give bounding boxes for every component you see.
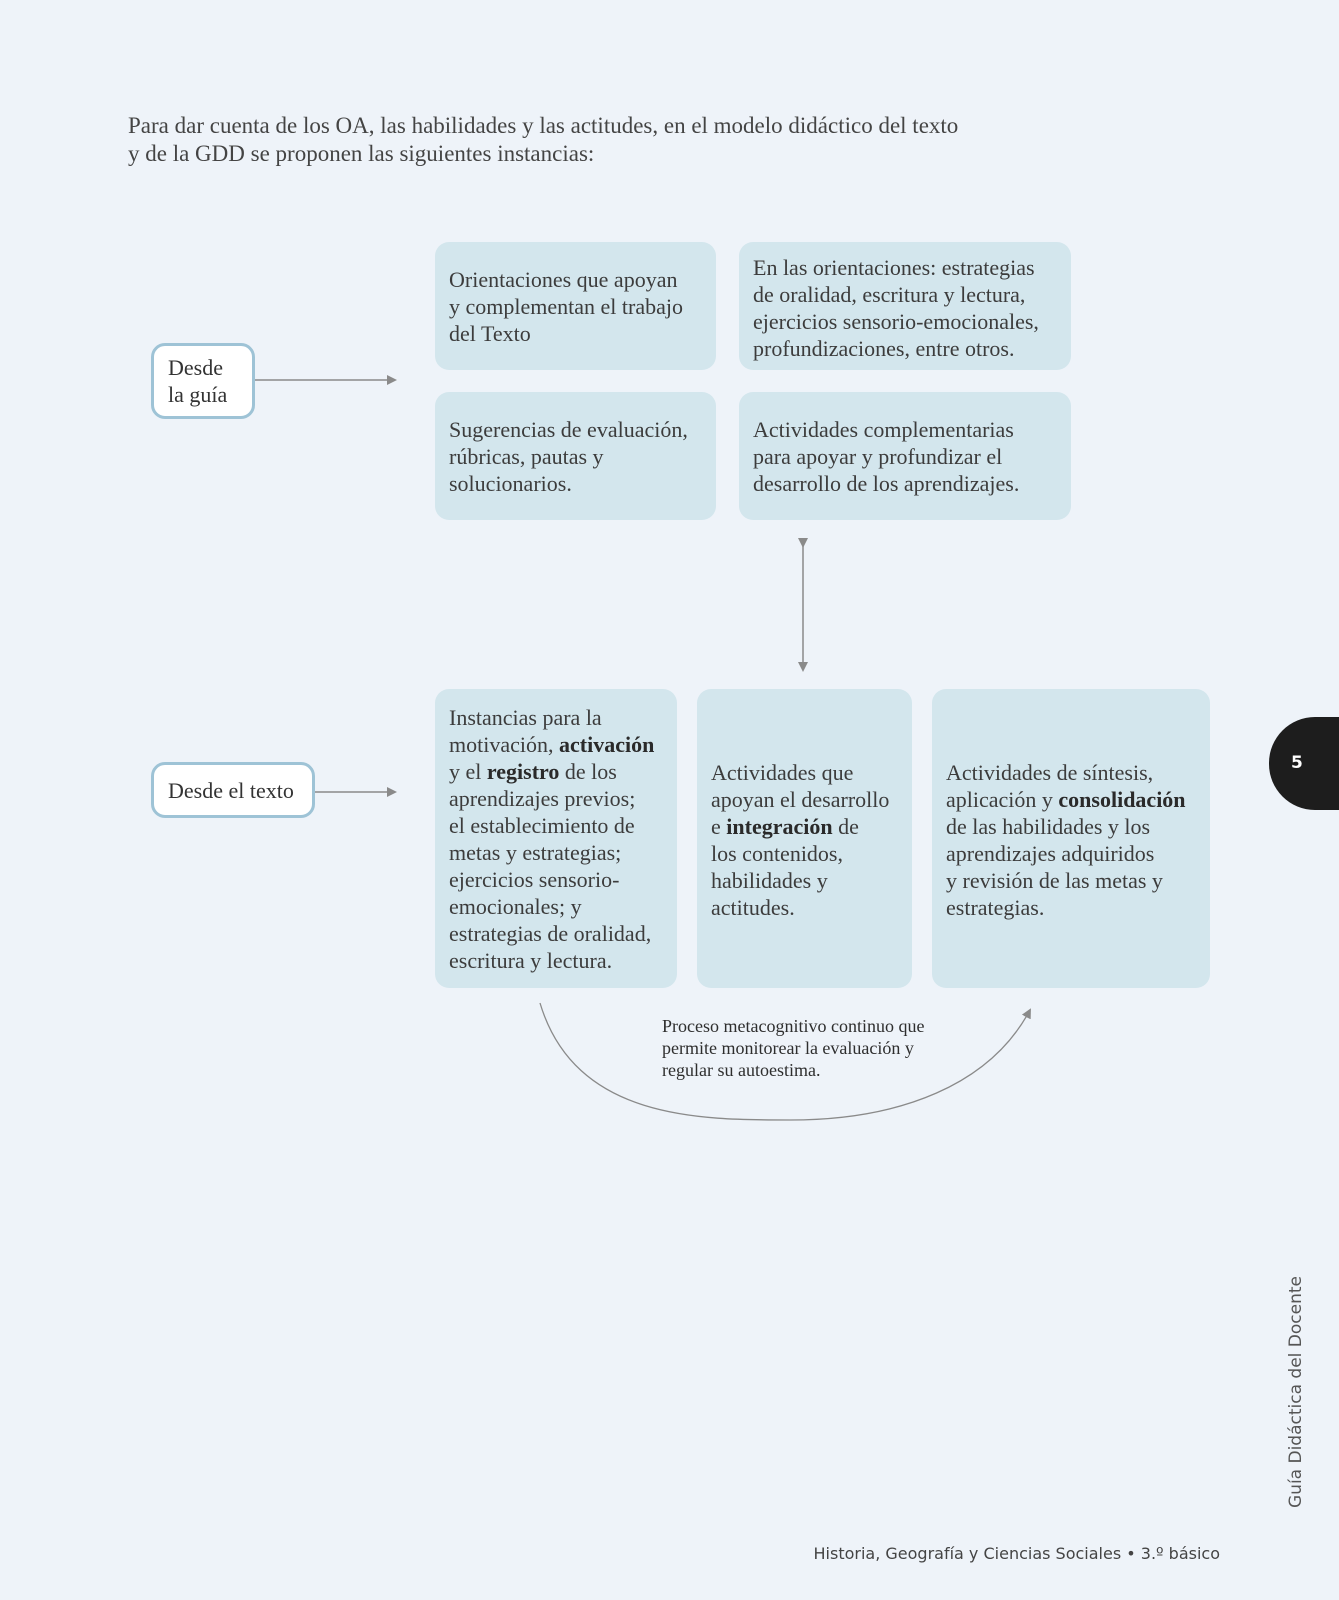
caption-line: permite monitorear la evaluación y: [662, 1038, 914, 1058]
box-text-line: escritura y lectura.: [449, 948, 613, 973]
box-text-line: para apoyar y profundizar el: [753, 444, 1003, 469]
box-text-line: motivación, activación: [449, 731, 663, 758]
box-text-line: rúbricas, pautas y: [449, 444, 604, 469]
box-text-line: estrategias.: [946, 895, 1045, 920]
box-text-line: aprendizajes previos;: [449, 786, 636, 811]
highlight-activacion: activación: [558, 732, 655, 757]
metacognitive-caption: Proceso metacognitivo continuo que permi…: [662, 1015, 992, 1081]
box-desarrollo: Actividades que apoyan el desarrollo e i…: [697, 689, 912, 988]
caption-line: regular su autoestima.: [662, 1060, 821, 1080]
source-texto-line-1: Desde el texto: [168, 777, 294, 803]
text-run: de los: [559, 759, 617, 784]
box-orientaciones: Orientaciones que apoyan y complementan …: [435, 242, 716, 370]
text-run: e: [711, 814, 727, 839]
box-text-line: desarrollo de los aprendizajes.: [753, 471, 1020, 496]
box-text-line: y el registro de los: [449, 758, 663, 785]
box-text-line: habilidades y: [711, 868, 828, 893]
footer: Historia, Geografía y Ciencias Sociales …: [813, 1544, 1220, 1563]
box-text-line: Orientaciones que apoyan: [449, 267, 678, 292]
box-cierre: Actividades de síntesis, aplicación y co…: [932, 689, 1210, 988]
highlight-consolidacion: consolidación: [1058, 787, 1186, 812]
box-complementarias: Actividades complementarias para apoyar …: [739, 392, 1071, 520]
box-text-line: estrategias de oralidad,: [449, 921, 652, 946]
box-text-line: Sugerencias de evaluación,: [449, 417, 688, 442]
intro-line-2: y de la GDD se proponen las siguientes i…: [128, 141, 595, 166]
box-text-line: Actividades de síntesis,: [946, 760, 1154, 785]
box-text-line: metas y estrategias;: [449, 840, 622, 865]
box-text-line: profundizaciones, entre otros.: [753, 336, 1015, 361]
box-text-line: Actividades complementarias: [753, 417, 1014, 442]
box-inicio: Instancias para la motivación, activació…: [435, 689, 677, 988]
box-text-line: apoyan el desarrollo: [711, 787, 890, 812]
source-guia-line-1: Desde: [168, 355, 223, 380]
box-text-line: En las orientaciones: estrategias: [753, 255, 1035, 280]
text-run: aplicación y: [946, 787, 1059, 812]
box-text-line: actitudes.: [711, 895, 795, 920]
box-text-line: el establecimiento de: [449, 813, 635, 838]
page-number: 5: [1291, 753, 1303, 773]
caption-line: Proceso metacognitivo continuo que: [662, 1016, 925, 1036]
box-text-line: y revisión de las metas y: [946, 868, 1163, 893]
intro-line-1: Para dar cuenta de los OA, las habilidad…: [128, 113, 959, 138]
source-guia-line-2: la guía: [168, 382, 228, 407]
side-label: Guía Didáctica del Docente: [1286, 1276, 1306, 1508]
box-text-line: emocionales; y: [449, 894, 582, 919]
box-text-line: aplicación y consolidación: [946, 786, 1196, 813]
intro-paragraph: Para dar cuenta de los OA, las habilidad…: [128, 112, 968, 168]
box-text-line: Actividades que: [711, 760, 854, 785]
box-evaluacion: Sugerencias de evaluación, rúbricas, pau…: [435, 392, 716, 520]
text-run: y el: [449, 759, 487, 784]
box-text-line: Instancias para la: [449, 705, 602, 730]
highlight-registro: registro: [486, 759, 560, 784]
box-text-line: ejercicios sensorio-emocionales,: [753, 309, 1039, 334]
highlight-integracion: integración: [726, 814, 833, 839]
text-run: motivación,: [449, 732, 559, 757]
source-desde-la-guia: Desde la guía: [151, 343, 255, 419]
box-text-line: del Texto: [449, 321, 531, 346]
box-text-line: ejercicios sensorio-: [449, 867, 620, 892]
box-estrategias: En las orientaciones: estrategias de ora…: [739, 242, 1071, 370]
box-text-line: y complementan el trabajo: [449, 294, 683, 319]
box-text-line: e integración de: [711, 813, 898, 840]
box-text-line: de oralidad, escritura y lectura,: [753, 282, 1026, 307]
arrow-metacognitive-cycle: [539, 1002, 1031, 1121]
source-desde-el-texto: Desde el texto: [151, 762, 315, 818]
box-text-line: de las habilidades y los: [946, 814, 1151, 839]
box-text-line: solucionarios.: [449, 471, 572, 496]
text-run: de: [832, 814, 859, 839]
box-text-line: los contenidos,: [711, 841, 843, 866]
box-text-line: aprendizajes adquiridos: [946, 841, 1155, 866]
page-number-tab: 5: [1269, 717, 1339, 810]
